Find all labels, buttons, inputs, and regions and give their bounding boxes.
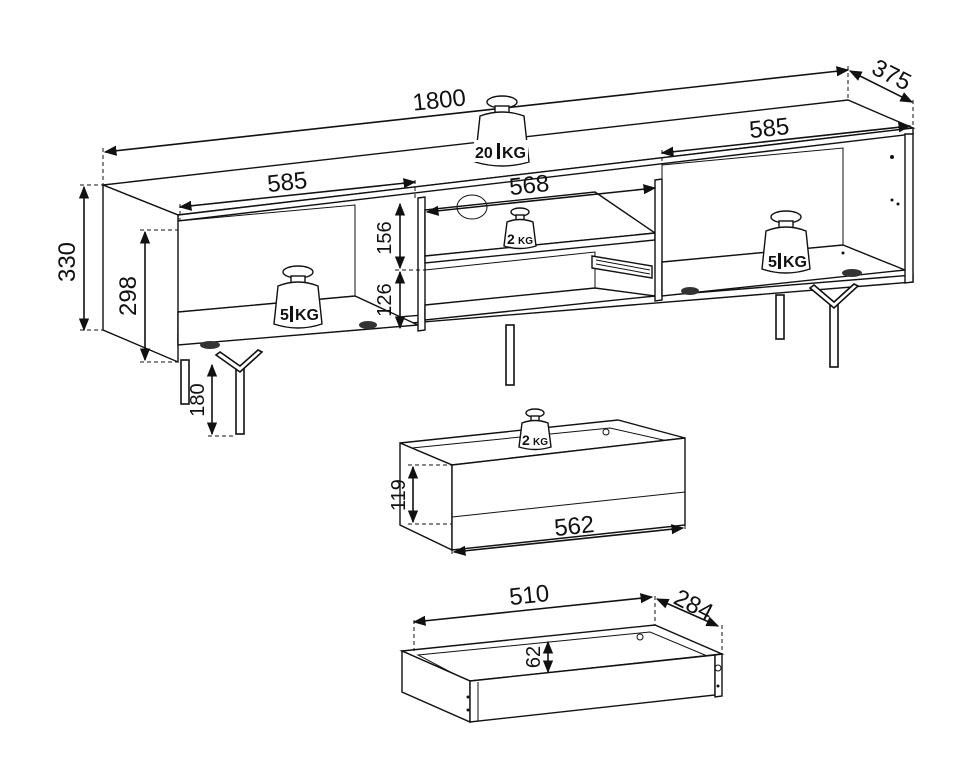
dim-drawer-box-depth: 284	[669, 584, 717, 626]
dim-right-compartment-width: 585	[748, 113, 791, 144]
weight-2kg-shelf-icon: 2 KG	[503, 207, 537, 250]
left-compartment-back	[177, 204, 356, 313]
svg-text:KG: KG	[518, 236, 533, 247]
svg-text:5: 5	[768, 254, 777, 271]
svg-text:2: 2	[507, 231, 515, 247]
drawer-rail	[591, 255, 653, 279]
dim-height: 330	[54, 242, 81, 282]
dim-drawer-box-height: 62	[523, 646, 545, 668]
dimension-labels: 1800 375 585 585 568 330 298 156 126 180…	[54, 54, 915, 668]
dimension-lines	[78, 66, 914, 674]
cabinet-left-side	[102, 183, 179, 364]
dim-left-compartment-width: 585	[266, 167, 309, 198]
dim-middle-compartment-width: 568	[508, 170, 551, 201]
hardware-clip-icon	[200, 269, 862, 349]
dim-drawer-front-width: 562	[553, 511, 596, 542]
weight-5kg-left-icon: 5 KG	[273, 265, 323, 329]
svg-text:KG: KG	[783, 254, 807, 271]
dim-drawer-front-height: 119	[388, 479, 410, 511]
drawer-box-side-right	[714, 653, 723, 698]
left-divider	[417, 196, 426, 332]
cabinet-legs	[180, 283, 860, 435]
weight-20kg-icon: 20 KG	[474, 95, 530, 167]
cabinet-right-side	[904, 133, 914, 284]
dim-drawer-box-width: 510	[508, 580, 551, 611]
weight-5kg-right-icon: 5 KG	[761, 210, 811, 274]
svg-text:KG: KG	[533, 437, 548, 448]
svg-text:5: 5	[280, 307, 289, 324]
dim-lower-shelf-height: 126	[374, 283, 396, 316]
svg-text:KG: KG	[295, 307, 319, 324]
dim-inner-height: 298	[115, 276, 142, 316]
dim-depth: 375	[867, 54, 915, 96]
dim-leg-height: 180	[187, 383, 209, 416]
drawer-box	[399, 624, 725, 724]
svg-text:20: 20	[475, 145, 493, 162]
dim-total-width: 1800	[411, 84, 467, 116]
dim-upper-shelf-height: 156	[374, 221, 396, 254]
svg-text:2: 2	[522, 432, 530, 448]
svg-text:KG: KG	[502, 145, 526, 162]
right-divider	[654, 178, 663, 302]
weight-2kg-drawer-icon: 2 KG	[518, 408, 552, 451]
